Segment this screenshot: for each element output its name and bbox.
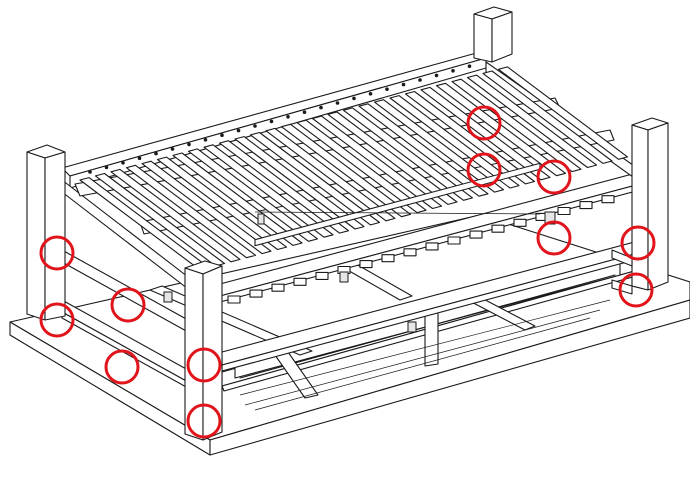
deck-slat	[327, 111, 458, 205]
deck-slat	[373, 99, 505, 193]
deck-slat	[342, 107, 474, 201]
deck-slat	[172, 152, 303, 246]
deck-slat	[497, 66, 629, 160]
deck-slat	[451, 78, 582, 173]
bolt-dot	[319, 105, 323, 110]
bolt-dot	[385, 87, 389, 91]
deck-slat	[94, 172, 226, 267]
post-back-left	[26, 144, 66, 321]
bolt-dot	[269, 119, 274, 124]
deck-slat	[296, 119, 427, 214]
highlight-circle	[536, 220, 572, 256]
highlight-circle	[39, 302, 75, 338]
deck-slats	[79, 66, 629, 271]
deck-slat	[420, 86, 551, 181]
bolt-dot	[434, 73, 439, 78]
deck-cleat	[249, 289, 263, 298]
highlight-circle	[618, 272, 654, 308]
deck-cleats	[227, 195, 615, 304]
highlight-circle	[536, 159, 572, 195]
bolt-dot	[137, 156, 142, 160]
deck-slat	[156, 156, 288, 251]
deck-slat	[249, 131, 381, 226]
deck-cleat	[381, 254, 395, 263]
deck-bolts	[88, 64, 472, 174]
deck-cleat	[293, 277, 307, 286]
deck-slat	[110, 168, 241, 263]
deck-cleat	[469, 230, 483, 239]
bolt-dot	[88, 170, 92, 174]
upper-deck	[61, 51, 641, 307]
deck-slat	[265, 127, 396, 222]
highlight-circle	[466, 105, 502, 141]
bolt-dot	[236, 128, 241, 133]
deck-cleat	[227, 295, 241, 304]
bolt-dot	[203, 138, 208, 142]
bolt-dot	[335, 101, 340, 105]
highlight-circle	[186, 347, 222, 383]
bolt-dot	[154, 151, 158, 156]
deck-slat	[482, 70, 613, 164]
deck-cleat	[425, 242, 439, 251]
bolt-dot	[352, 96, 356, 101]
bolt-dot	[401, 82, 406, 87]
deck-slat	[280, 123, 412, 218]
deck-cleat	[403, 248, 417, 257]
bolt-dot	[187, 142, 191, 147]
bolt-dot	[253, 124, 257, 128]
highlight-circle	[110, 287, 146, 323]
deck-slat	[218, 140, 350, 234]
deck-cleat	[601, 195, 615, 204]
deck-slat	[311, 115, 443, 210]
bolt-dot	[368, 92, 373, 96]
deck-slat	[389, 95, 520, 189]
bolt-dot	[170, 147, 175, 151]
bolt-dot	[104, 165, 109, 170]
deck-slat	[125, 164, 257, 259]
deck-cleat	[359, 260, 373, 269]
deck-slat	[203, 144, 334, 238]
deck-cleat	[491, 224, 505, 233]
deck-cleat	[447, 236, 461, 245]
bolt-dot	[220, 133, 224, 137]
deck-slat	[141, 160, 272, 255]
deck-cleat	[315, 271, 329, 280]
deck-slat	[187, 148, 319, 242]
post-front-right	[631, 117, 669, 291]
bolt-dot	[451, 69, 455, 73]
deck-cleat	[557, 206, 571, 216]
bolt-dot	[286, 115, 290, 119]
deck-cleat	[271, 283, 285, 292]
deck-slat	[358, 103, 489, 197]
deck-slat	[234, 136, 365, 230]
bolt-dot	[121, 161, 125, 165]
deck-slat	[466, 74, 598, 169]
highlight-circle	[620, 225, 656, 261]
post-back-right	[473, 6, 513, 63]
highlight-circle	[39, 235, 75, 271]
deck-slat	[435, 82, 567, 177]
bolt-dot	[302, 110, 307, 114]
bolt-dot	[418, 78, 422, 82]
highlight-circle	[466, 152, 502, 188]
lower-right-end-rails	[611, 249, 633, 295]
deck-cleat	[513, 218, 527, 227]
deck-cleat	[579, 201, 593, 210]
bolt-dot	[467, 64, 472, 68]
highlight-circle	[186, 403, 222, 439]
highlight-markers	[39, 105, 656, 439]
highlight-circle	[104, 349, 140, 385]
